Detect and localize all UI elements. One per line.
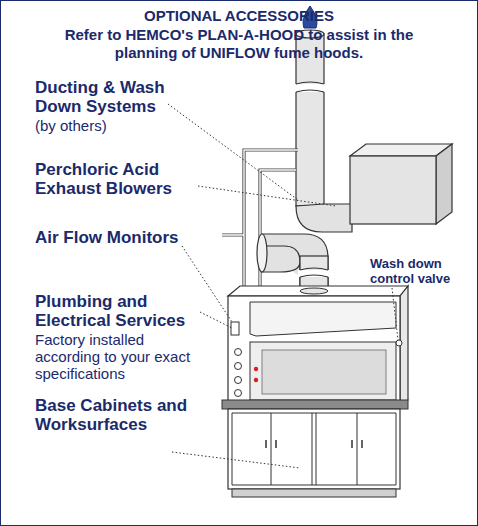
blower-side bbox=[436, 144, 452, 224]
wash-down-pipe-inner bbox=[222, 150, 298, 300]
service-fitting bbox=[235, 390, 242, 397]
diagram-title: OPTIONAL ACCESSORIES bbox=[0, 7, 478, 25]
hood-top bbox=[228, 286, 408, 296]
air-flow-monitor bbox=[231, 322, 239, 335]
hood-side bbox=[400, 286, 408, 406]
leader-line bbox=[198, 186, 336, 206]
cabinet-doors bbox=[232, 413, 396, 485]
upper-elbow bbox=[296, 204, 352, 232]
leader-line bbox=[200, 312, 232, 328]
callout-label: Base Cabinets and Worksurfaces bbox=[35, 396, 205, 434]
callout-label: Air Flow Monitors bbox=[35, 228, 235, 247]
perchloric-blower bbox=[350, 156, 436, 224]
duct-collar-top bbox=[300, 288, 328, 294]
service-fitting bbox=[235, 377, 242, 384]
hood-header-panel bbox=[250, 302, 396, 336]
leader-line bbox=[182, 246, 232, 322]
leader-lines bbox=[168, 104, 398, 468]
door-handles bbox=[266, 440, 362, 448]
service-fitting bbox=[235, 363, 242, 370]
callout-label: Wash down control valve bbox=[370, 256, 470, 286]
duct-break-lines bbox=[300, 268, 328, 277]
hood-duct bbox=[300, 256, 328, 300]
sash-opening bbox=[250, 342, 396, 400]
stack-break-lines bbox=[296, 82, 324, 92]
callout-label: Plumbing and Electrical Services bbox=[35, 292, 210, 330]
duct-collar bbox=[257, 234, 267, 272]
wash-down-valve bbox=[396, 340, 402, 346]
leader-line bbox=[392, 288, 398, 340]
callout-label: Ducting & Wash Down Systems bbox=[35, 78, 185, 116]
blower-top bbox=[350, 144, 452, 156]
service-fitting bbox=[235, 349, 242, 356]
worksurface bbox=[222, 400, 408, 409]
base-cabinet bbox=[228, 409, 400, 489]
toe-kick bbox=[232, 489, 396, 497]
hood-body bbox=[228, 296, 400, 406]
subtitle: Refer to HEMCO's PLAN-A-HOOD to assist i… bbox=[34, 26, 444, 62]
service-outlet bbox=[254, 378, 258, 382]
hood-interior bbox=[262, 350, 386, 394]
callout-label: Perchloric Acid Exhaust Blowers bbox=[35, 160, 195, 198]
leader-line bbox=[168, 104, 298, 200]
wash-down-pipe bbox=[222, 150, 298, 300]
leader-line bbox=[172, 452, 300, 468]
service-outlet bbox=[254, 367, 258, 371]
callout-note: Factory installed according to your exac… bbox=[35, 331, 195, 382]
callout-note: (by others) bbox=[35, 117, 185, 134]
